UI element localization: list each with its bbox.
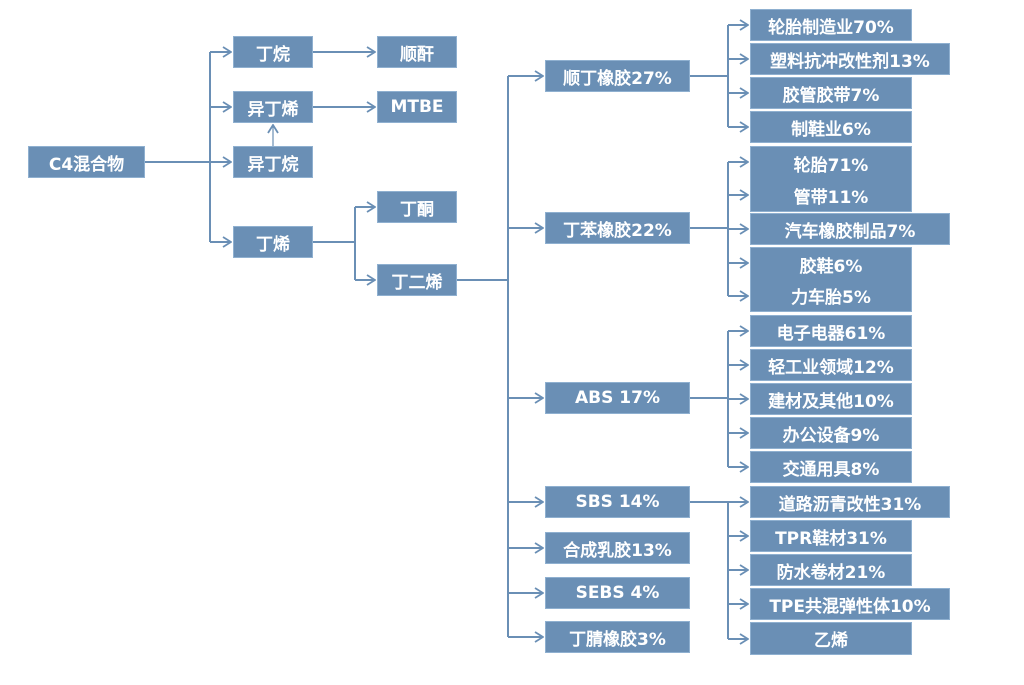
use-item: 电子电器61% — [750, 315, 912, 347]
use-item: 管带11% — [750, 179, 912, 212]
node-butanone: 丁酮 — [377, 191, 457, 223]
node-butene: 丁烯 — [233, 226, 313, 258]
use-item: 胶管胶带7% — [750, 77, 912, 109]
use-item: 办公设备9% — [750, 417, 912, 449]
product-sbs: SBS 14% — [545, 486, 690, 518]
node-isobutene: 异丁烯 — [233, 91, 313, 123]
node-mtbe: MTBE — [377, 91, 457, 123]
use-item: 塑料抗冲改性剂13% — [750, 43, 950, 75]
node-isobutane: 异丁烷 — [233, 146, 313, 178]
use-item: 防水卷材21% — [750, 554, 912, 586]
node-maleic-anhydride: 顺酐 — [377, 36, 457, 68]
use-item: 汽车橡胶制品7% — [750, 213, 950, 245]
product-sbr: 丁苯橡胶22% — [545, 212, 690, 244]
product-br: 顺丁橡胶27% — [545, 60, 690, 92]
product-sebs: SEBS 4% — [545, 577, 690, 609]
product-nbr: 丁腈橡胶3% — [545, 621, 690, 653]
use-item: 轮胎71% — [750, 146, 912, 179]
product-abs: ABS 17% — [545, 382, 690, 414]
use-item: 轮胎制造业70% — [750, 9, 912, 41]
use-item: 建材及其他10% — [750, 383, 912, 415]
use-item: 力车胎5% — [750, 280, 912, 312]
use-item: 交通用具8% — [750, 451, 912, 483]
use-item: TPR鞋材31% — [750, 520, 912, 552]
use-item: 道路沥青改性31% — [750, 486, 950, 518]
product-latex: 合成乳胶13% — [545, 532, 690, 564]
node-c4-mixture: C4混合物 — [28, 146, 145, 178]
node-butane: 丁烷 — [233, 36, 313, 68]
use-item: 乙烯 — [750, 622, 912, 655]
use-item: 轻工业领域12% — [750, 349, 912, 381]
use-item: TPE共混弹性体10% — [750, 588, 950, 620]
use-item: 胶鞋6% — [750, 247, 912, 280]
node-butadiene: 丁二烯 — [377, 264, 457, 296]
use-item: 制鞋业6% — [750, 111, 912, 143]
